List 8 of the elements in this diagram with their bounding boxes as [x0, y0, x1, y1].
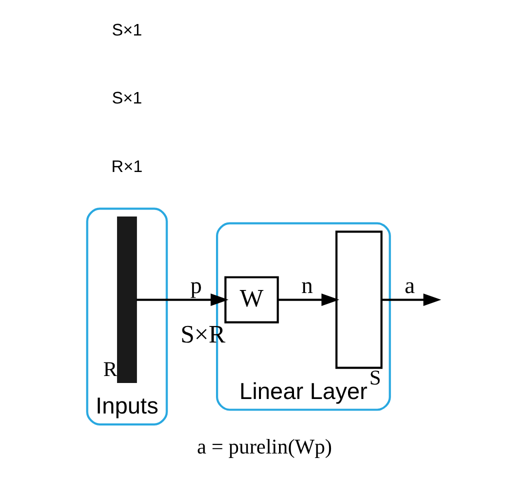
label: S×1 [112, 20, 142, 40]
edge-label: n [301, 272, 313, 298]
edge-label: a [404, 272, 415, 298]
caption: a = purelin(Wp) [196, 434, 332, 459]
node-label: S [369, 366, 382, 390]
edge-label: p [190, 272, 202, 298]
label: S×1 [112, 88, 142, 108]
label: R×1 [111, 156, 143, 176]
